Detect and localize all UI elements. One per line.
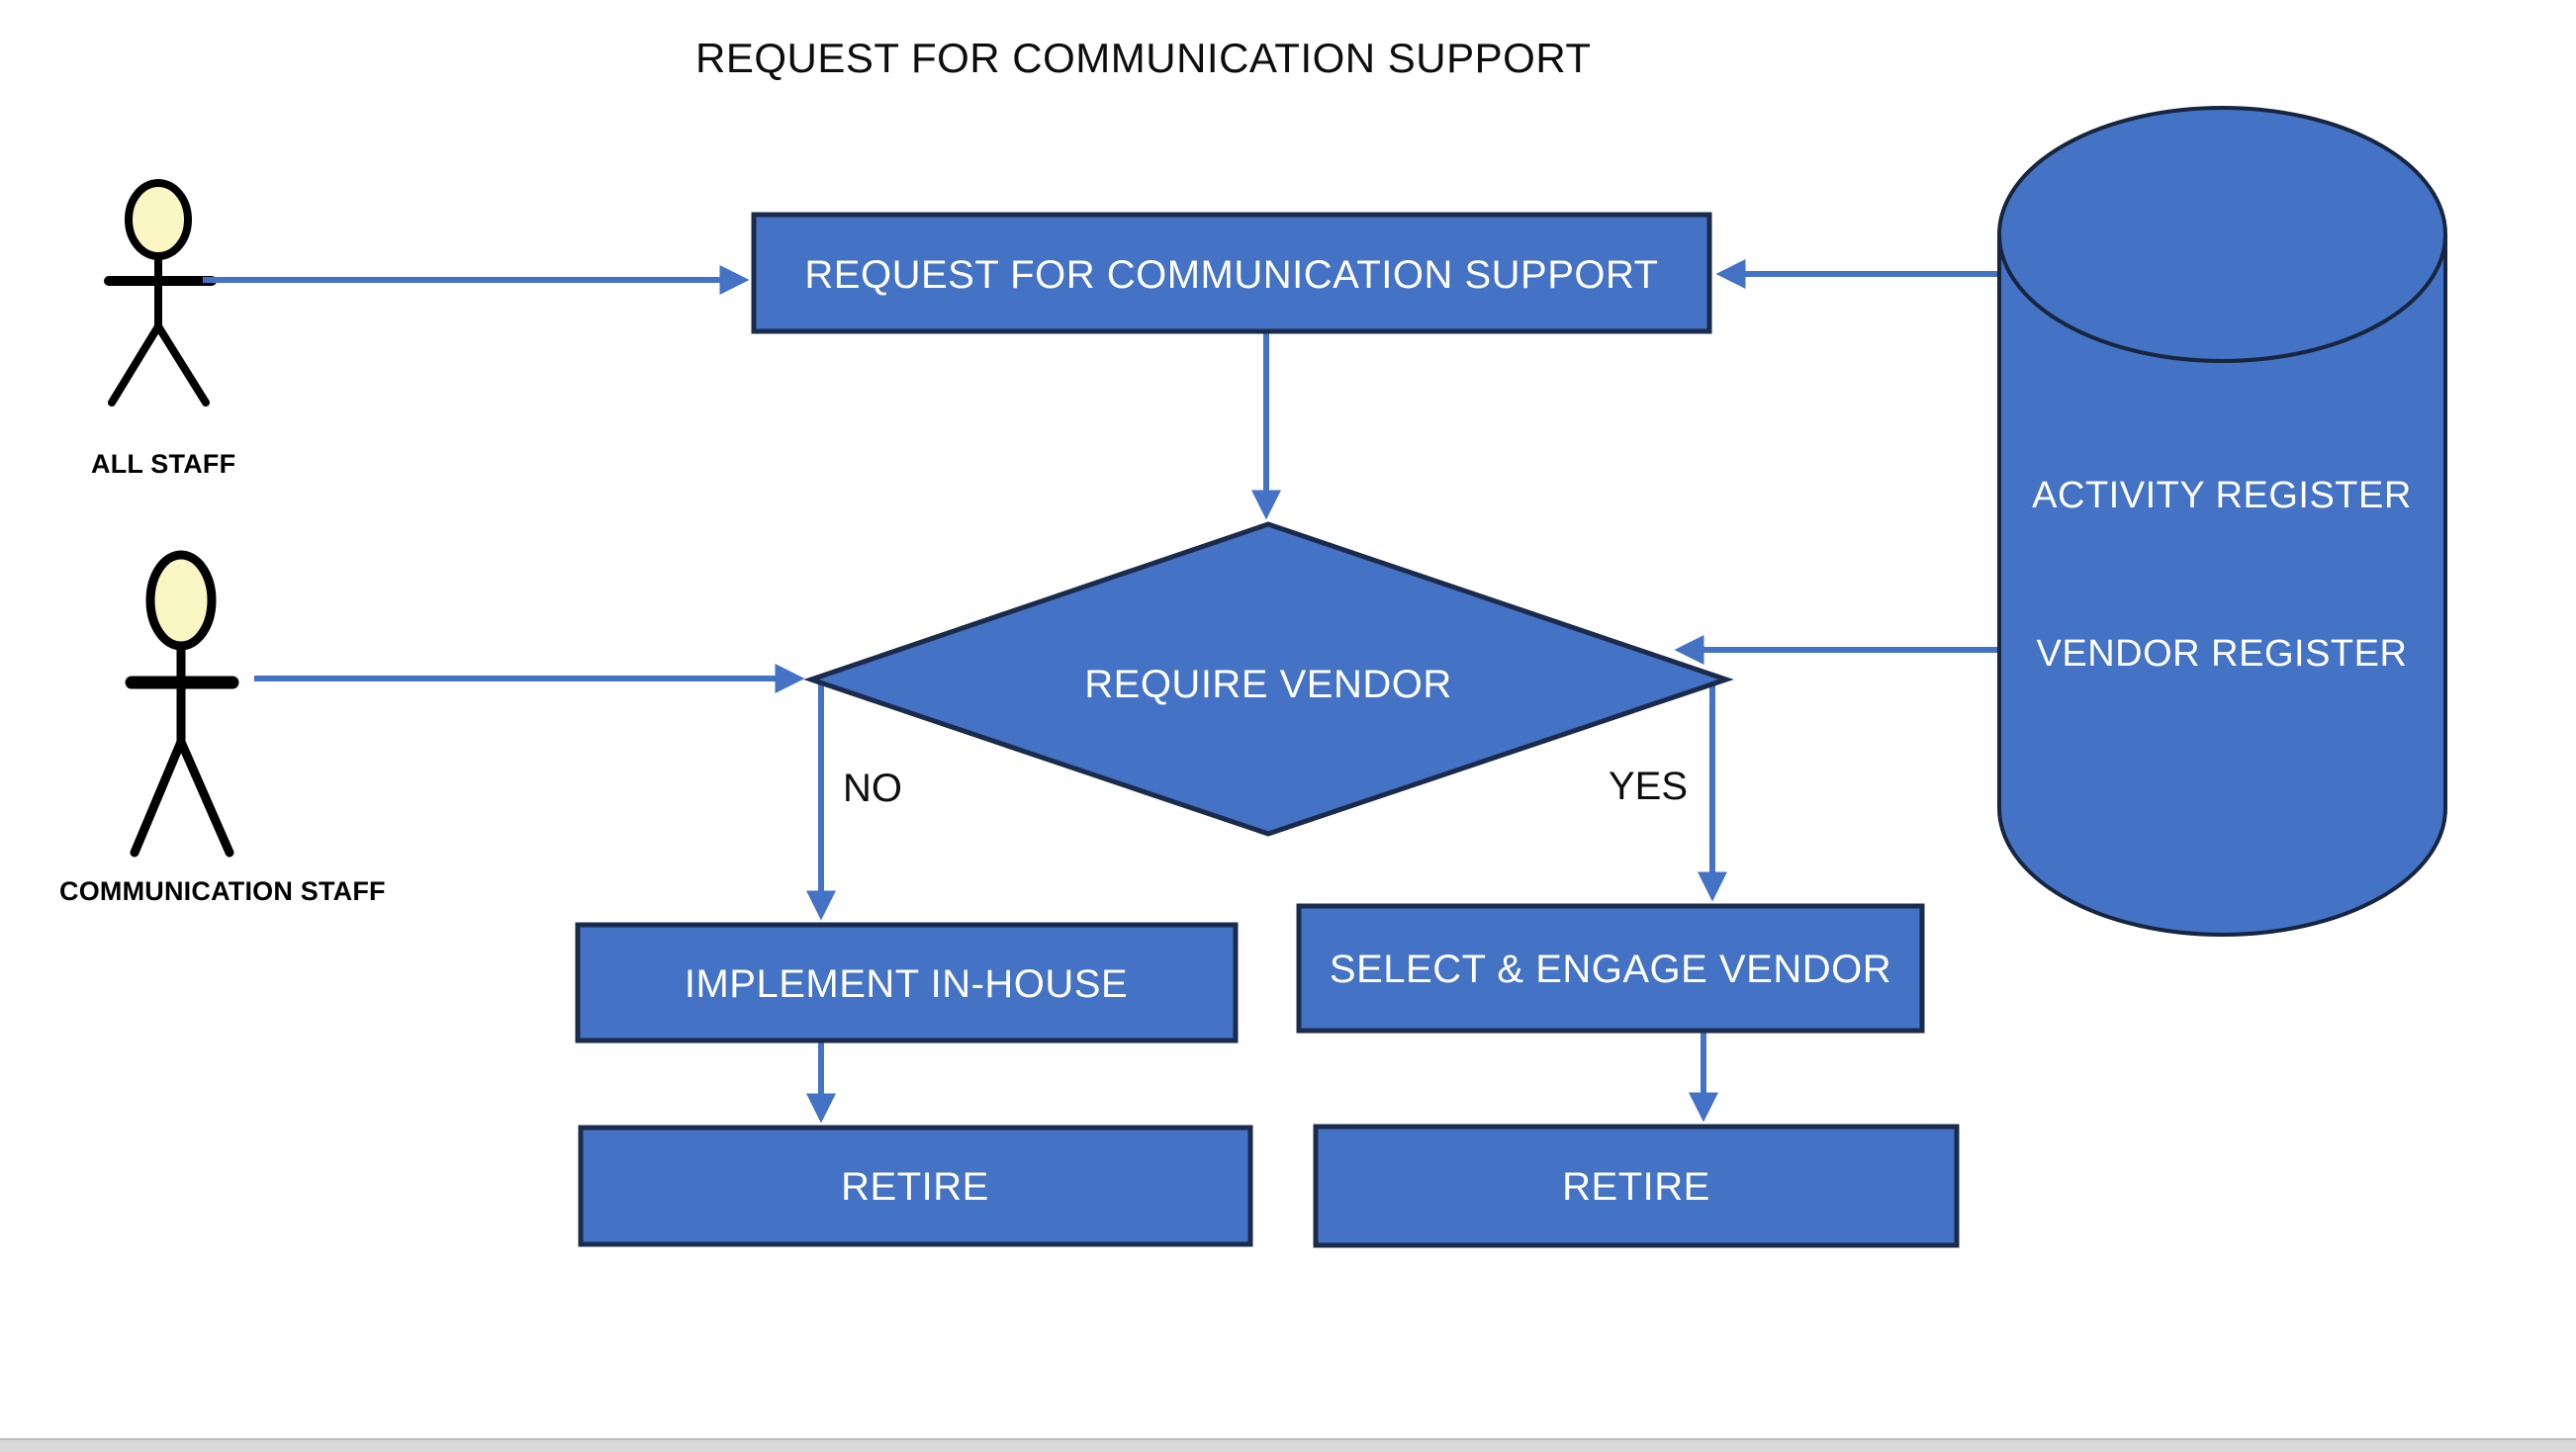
decision-require-vendor-diamond — [803, 521, 1734, 837]
branch-label-no: NO — [843, 767, 902, 810]
actor-communication-staff-icon — [125, 550, 239, 858]
actor-all-staff-leg-left — [108, 322, 162, 407]
actor-all-staff-leg-right — [154, 322, 210, 407]
datastore-cylinder-rim — [1997, 233, 2447, 363]
actor-communication-staff-label: COMMUNICATION STAFF — [59, 876, 386, 906]
process-retire-left: RETIRE — [578, 1125, 1253, 1247]
actor-all-staff-icon — [104, 179, 217, 407]
process-retire-right-box — [1313, 1124, 1960, 1248]
process-request: REQUEST FOR COMMUNICATION SUPPORT — [751, 212, 1712, 334]
actor-communication-staff-leg-right — [176, 737, 234, 858]
process-select-engage-vendor-box — [1296, 903, 1925, 1034]
branch-label-yes: YES — [1609, 765, 1688, 808]
process-select-engage-vendor: SELECT & ENGAGE VENDOR — [1296, 903, 1925, 1034]
process-implement-inhouse-box — [575, 922, 1239, 1044]
process-retire-left-box — [578, 1125, 1253, 1247]
process-retire-right-label: RETIRE — [1562, 1165, 1710, 1209]
page-bottom-edge — [0, 1438, 2576, 1452]
actor-communication-staff-head — [145, 550, 217, 651]
process-retire-right: RETIRE — [1313, 1124, 1960, 1248]
page-title: REQUEST FOR COMMUNICATION SUPPORT — [695, 35, 1592, 81]
process-select-engage-vendor-label: SELECT & ENGAGE VENDOR — [1330, 948, 1891, 991]
process-implement-inhouse-label: IMPLEMENT IN-HOUSE — [685, 962, 1128, 1006]
process-request-label: REQUEST FOR COMMUNICATION SUPPORT — [804, 253, 1658, 297]
page-bottom-bar — [0, 1440, 2576, 1452]
decision-require-vendor: REQUIRE VENDOR — [803, 521, 1734, 837]
actor-all-staff-label: ALL STAFF — [91, 449, 235, 479]
datastore-activity-register-label: ACTIVITY REGISTER — [2032, 475, 2412, 516]
actor-all-staff-head — [125, 179, 192, 260]
process-implement-inhouse: IMPLEMENT IN-HOUSE — [575, 922, 1239, 1044]
datastore-vendor-register-label: VENDOR REGISTER — [2037, 633, 2408, 675]
datastore-cylinder-body — [1997, 106, 2447, 937]
decision-require-vendor-label: REQUIRE VENDOR — [1084, 663, 1452, 706]
process-retire-left-label: RETIRE — [841, 1165, 989, 1209]
actor-communication-staff-leg-left — [130, 737, 186, 858]
datastore-cylinder: ACTIVITY REGISTER VENDOR REGISTER — [1997, 106, 2447, 937]
process-request-box — [751, 212, 1712, 334]
